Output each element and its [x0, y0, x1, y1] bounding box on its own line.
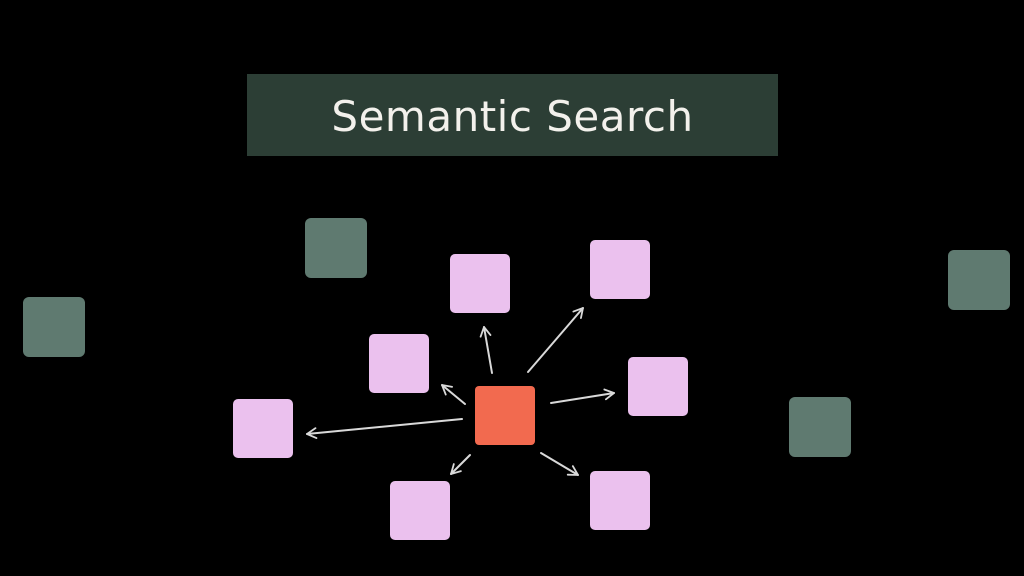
distant-node — [789, 397, 851, 457]
arrow — [550, 388, 615, 404]
arrow — [479, 326, 493, 374]
title-banner: Semantic Search — [247, 74, 778, 156]
arrow — [450, 454, 471, 475]
arrow — [306, 418, 463, 440]
neighbor-node — [590, 471, 650, 530]
arrow — [540, 452, 579, 476]
neighbor-node — [233, 399, 293, 458]
distant-node — [305, 218, 367, 278]
query-node — [475, 386, 535, 445]
distant-node — [948, 250, 1010, 310]
neighbor-node — [390, 481, 450, 540]
neighbor-node — [369, 334, 429, 393]
page-title: Semantic Search — [331, 91, 694, 141]
arrow — [441, 384, 466, 405]
neighbor-node — [590, 240, 650, 299]
arrow — [527, 307, 584, 373]
neighbor-node — [450, 254, 510, 313]
neighbor-node — [628, 357, 688, 416]
distant-node — [23, 297, 85, 357]
